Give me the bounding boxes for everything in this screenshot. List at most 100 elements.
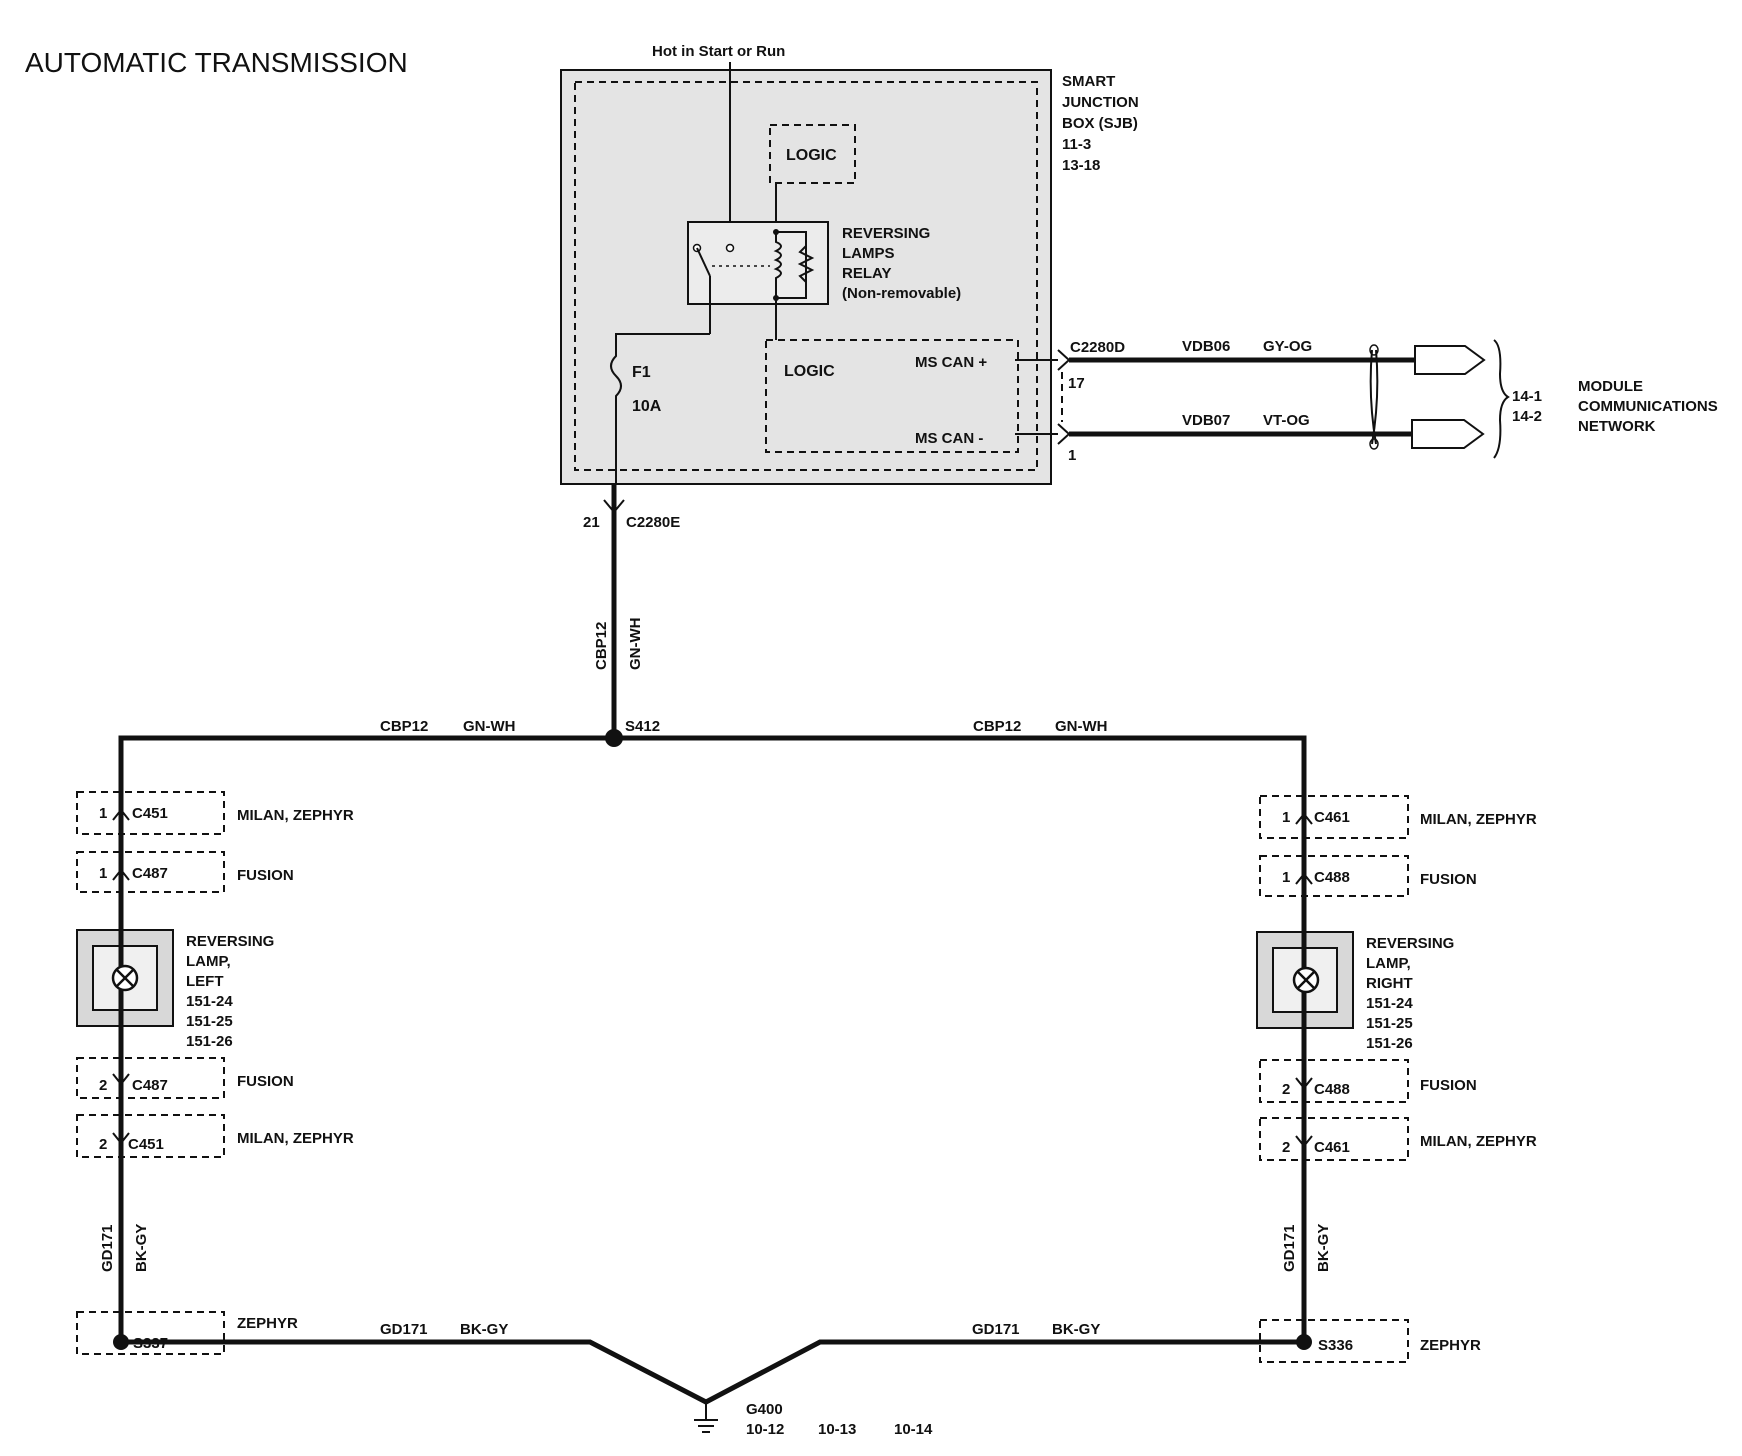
right-connector-d-note: MILAN, ZEPHYR (1420, 1133, 1537, 1150)
fuse-rating-label: 10A (632, 398, 662, 415)
diagram-title: AUTOMATIC TRANSMISSION (25, 47, 408, 78)
right-connector-c-box (1259, 1059, 1409, 1103)
left-connector-a-pin: 1 (99, 805, 107, 822)
left-connector-a-box (76, 791, 225, 835)
right-connector-b-box (1259, 855, 1409, 897)
g400-label: G400 (746, 1401, 783, 1418)
can-plus-color-label: GY-OG (1263, 338, 1312, 355)
right-connector-c-pin: 2 (1282, 1081, 1290, 1098)
left-lamp-label-4: 151-24 (186, 993, 233, 1010)
right-reversing-branch: 1 C461 MILAN, ZEPHYR 1 C488 FUSION REVER… (1256, 795, 1537, 1363)
can-plus-connector-symbol (1057, 349, 1071, 371)
left-connector-d-box (76, 1114, 225, 1158)
can-plus-circuit-label: VDB06 (1182, 338, 1230, 355)
left-reversing-branch: 1 C451 MILAN, ZEPHYR 1 C487 FUSION REVER… (76, 791, 354, 1355)
right-connector-c-note: FUSION (1420, 1077, 1477, 1094)
relay-contact-terminal (725, 243, 735, 253)
ms-can-minus-label: MS CAN - (915, 430, 983, 447)
left-bus-circuit-label: CBP12 (380, 718, 428, 735)
right-connector-a-symbol (1295, 812, 1313, 825)
reversing-lamps-relay (687, 221, 829, 334)
sjb-supply-label: Hot in Start or Run (652, 43, 785, 60)
g400-ref-1: 10-12 (746, 1421, 784, 1438)
can-connector-label: C2280D (1070, 339, 1125, 356)
right-lamp-label-2: LAMP, (1366, 955, 1411, 972)
left-lamp-cross-b (116, 969, 134, 987)
left-connector-b-note: FUSION (237, 867, 294, 884)
network-ref-2: 14-2 (1512, 408, 1542, 425)
left-ground-circuit-label: GD171 (380, 1321, 428, 1338)
can-minus-arrow-tag (1411, 419, 1485, 449)
power-feed: 21 C2280E CBP12 GN-WH (583, 484, 680, 738)
left-lamp-label-6: 151-26 (186, 1033, 233, 1050)
relay-label-line-2: LAMPS (842, 245, 895, 262)
can-pin-minus-label: 1 (1068, 447, 1076, 464)
relay-coil (773, 230, 782, 298)
right-lamp-label-3: RIGHT (1366, 975, 1413, 992)
twisted-pair-end-top (1369, 344, 1379, 356)
distribution-bus: S412 CBP12 GN-WH CBP12 GN-WH (118, 718, 1307, 1340)
can-plus-arrow-tag (1414, 345, 1486, 375)
sjb-name-line-3: BOX (SJB) (1062, 115, 1138, 132)
left-connector-d-symbol (112, 1132, 130, 1145)
left-lamp-label-2: LAMP, (186, 953, 231, 970)
right-connector-b-id: C488 (1314, 869, 1350, 886)
left-connector-d-pin: 2 (99, 1136, 107, 1153)
right-ground-circuit-label: GD171 (972, 1321, 1020, 1338)
left-connector-a-id: C451 (132, 805, 168, 822)
logic-block-top (769, 124, 856, 184)
smart-junction-box: Hot in Start or Run SMART JUNCTION BOX (… (560, 43, 1139, 485)
right-bus-color-label: GN-WH (1055, 718, 1108, 735)
s336-label: S336 (1318, 1337, 1353, 1354)
s336-box (1259, 1319, 1409, 1363)
right-bus-circuit-label: CBP12 (973, 718, 1021, 735)
relay-coil-bypass (776, 231, 807, 299)
twisted-pair-end-bottom (1369, 438, 1379, 450)
right-connector-a-id: C461 (1314, 809, 1350, 826)
left-connector-a-symbol (112, 808, 130, 821)
right-lamp-label-1: REVERSING (1366, 935, 1454, 952)
network-label-line-2: COMMUNICATIONS (1578, 398, 1718, 415)
right-connector-d-symbol (1295, 1135, 1313, 1148)
left-ground-color-vertical: BK-GY (133, 1224, 150, 1272)
g400-ref-3: 10-14 (894, 1421, 933, 1438)
left-connector-c-note: FUSION (237, 1073, 294, 1090)
feed-connector-label: C2280E (626, 514, 680, 531)
right-connector-b-pin: 1 (1282, 869, 1290, 886)
left-lamp-label-3: LEFT (186, 973, 224, 990)
can-pin-plus-label: 17 (1068, 375, 1085, 392)
right-lamp-label-5: 151-25 (1366, 1015, 1413, 1032)
relay-label-line-4: (Non-removable) (842, 285, 961, 302)
left-connector-d-id: C451 (128, 1136, 164, 1153)
left-connector-c-symbol (112, 1073, 130, 1086)
right-ground-circuit-vertical: GD171 (1281, 1224, 1298, 1272)
right-connector-c-symbol (1295, 1077, 1313, 1090)
s412-splice (605, 729, 623, 747)
fuse-wire (610, 333, 710, 484)
right-ground-color-vertical: BK-GY (1315, 1224, 1332, 1272)
sjb-inner-boundary (574, 81, 1038, 471)
right-ground-color-label: BK-GY (1052, 1321, 1100, 1338)
logic-bottom-label: LOGIC (784, 363, 835, 380)
network-label-line-1: MODULE (1578, 378, 1643, 395)
left-connector-d-note: MILAN, ZEPHYR (237, 1130, 354, 1147)
logic-block-bottom (765, 339, 1019, 453)
ground-wire (121, 1339, 1304, 1405)
network-brace (1493, 339, 1510, 459)
right-connector-b-note: FUSION (1420, 871, 1477, 888)
right-lamp-label-4: 151-24 (1366, 995, 1413, 1012)
can-minus-color-label: VT-OG (1263, 412, 1310, 429)
left-bus-color-label: GN-WH (463, 718, 516, 735)
left-connector-b-id: C487 (132, 865, 168, 882)
right-connector-d-id: C461 (1314, 1139, 1350, 1156)
feed-circuit-label: CBP12 (593, 622, 610, 670)
s337-box (76, 1311, 225, 1355)
ms-can-network: C2280D 17 1 VDB06 GY-OG VDB07 VT-OG 14-1… (1015, 338, 1718, 464)
relay-resistor (797, 245, 815, 283)
s412-label: S412 (625, 718, 660, 735)
can-minus-connector-symbol (1057, 423, 1071, 445)
relay-label-line-3: RELAY (842, 265, 891, 282)
can-minus-circuit-label: VDB07 (1182, 412, 1230, 429)
right-connector-b-symbol (1295, 872, 1313, 885)
right-connector-d-box (1259, 1117, 1409, 1161)
